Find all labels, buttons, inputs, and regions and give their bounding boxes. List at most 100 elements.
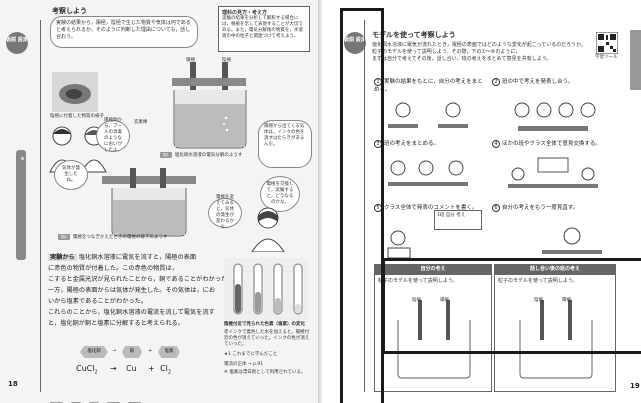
selection-frame-left bbox=[340, 8, 384, 403]
left-page-number: 18 bbox=[8, 380, 18, 388]
poster: 1班 自分 考え bbox=[434, 210, 482, 230]
conclusion-line-5: これらのことから，塩化銅水溶液の電流を流して電気を流す bbox=[48, 309, 215, 316]
formula-arrow-2-icon: → bbox=[110, 364, 117, 373]
info-box-title: 理科の見方・考え方 bbox=[222, 10, 268, 16]
conclusion-section: 実験から 塩化銅水溶液に電気を流すと，陽極の表面 に赤色の物質が付着した。この赤… bbox=[48, 252, 244, 329]
student-bubble-1-text: 陽極側から，プールの消毒のようなにおいがしたよ。 bbox=[104, 118, 122, 153]
step-4-illustration bbox=[508, 157, 598, 188]
left-section-badge: 仮説 設定 bbox=[6, 32, 28, 54]
qr-code-icon[interactable] bbox=[596, 32, 618, 54]
own-label-cathode: 陰極 bbox=[412, 298, 421, 303]
step-1-text: 実験の結果をもとに，自分の考えをまとめる。 bbox=[374, 79, 483, 93]
label-electrode: 炭素棒 bbox=[134, 120, 148, 125]
right-edge-tab bbox=[630, 30, 641, 90]
formula-plus-2-icon: + bbox=[148, 364, 155, 373]
left-margin-line bbox=[40, 20, 42, 392]
student-bubble-5: 電極を変えてみると，気体の発生が変わるかな。 bbox=[208, 195, 242, 230]
worksheet-group[interactable]: 粒子のモデルを使って説明しよう。 bbox=[494, 274, 616, 392]
student-bubble-4-text: 電極を交換して，実験すると，どうなるのかな。 bbox=[266, 182, 294, 205]
student-bubble-5-text: 電極を変えてみると，気体の発生が変わるかな。 bbox=[216, 195, 234, 230]
electrolysis-apparatus-2 bbox=[102, 168, 196, 237]
info-box: 理科の見方・考え方 実験の結果を分析して解釈する場合には，根拠を示して表現するこ… bbox=[218, 6, 310, 52]
intro-text: 実験の結果から，陽極，陰極で生じた物質や気体は何であると考えられるか。そのように… bbox=[56, 20, 191, 40]
step-2-illustration bbox=[514, 102, 596, 131]
step-3-text: 班の考えをまとめる。 bbox=[384, 141, 440, 147]
student-bubble-2: 気体が発生したね。 bbox=[54, 160, 88, 190]
test-tube-figure bbox=[224, 258, 308, 320]
step-5-text: クラス全体で発表のコメントを書く。 bbox=[384, 205, 478, 211]
student-bubble-4: 電極を交換して，実験すると，どうなるのかな。 bbox=[260, 176, 300, 212]
label-anode-1: 陽極 bbox=[186, 58, 195, 63]
note-1: ★1 これまでに学んだこと bbox=[224, 352, 278, 357]
deposit-photo bbox=[52, 72, 98, 112]
formula-product-2-text: Cl bbox=[160, 364, 168, 373]
conclusion-line-4: いから塩素であることがわかった。 bbox=[48, 298, 147, 305]
table-header-group: 話し合い後の班の考え bbox=[494, 264, 616, 274]
formula-word-2: 銅 bbox=[122, 346, 142, 358]
formula-reactant: CuCl2 bbox=[76, 364, 98, 376]
worksheet-own-beaker bbox=[397, 300, 471, 379]
table-header-own: 自分の考え bbox=[374, 264, 492, 274]
worksheet-own[interactable]: 粒子のモデルを使って説明しよう。 bbox=[374, 274, 492, 392]
formula-plus-icon: + bbox=[148, 348, 153, 354]
right-margin-line bbox=[364, 20, 366, 392]
step-5-illustration bbox=[387, 230, 411, 259]
poster-text: 1班 自分 考え bbox=[437, 213, 466, 218]
step-6-illustration bbox=[542, 227, 602, 254]
formula-word-3: 塩素 bbox=[158, 346, 180, 358]
left-chapter-tab bbox=[16, 150, 26, 260]
conclusion-line-6: と，塩化銅が銅と塩素に分解すると考えられる。 bbox=[48, 320, 184, 327]
fig2-number: 図2 bbox=[58, 234, 70, 240]
formula-word-1: 塩化銅 bbox=[80, 346, 108, 358]
worksheet-group-beaker bbox=[519, 300, 593, 379]
right-intro-line-1: 粒子のモデルを使って説明しよう。その際，下の①〜⑥のように， bbox=[372, 49, 521, 55]
group-label-anode: 陽極 bbox=[562, 298, 571, 303]
left-page: 仮説 設定 ▲ 考察しよう 実験の結果から，陽極，陰極で生じた物質や気体は何であ… bbox=[0, 0, 320, 403]
student-bubble-2-text: 気体が発生したね。 bbox=[62, 166, 80, 183]
step-2-number: 2 bbox=[492, 78, 500, 86]
intro-bubble: 実験の結果から，陽極，陰極で生じた物質や気体は何であると考えられるか。そのように… bbox=[50, 16, 198, 48]
worksheet-group-prompt: 粒子のモデルを使って説明しよう。 bbox=[498, 278, 578, 284]
conclusion-line-3: 一方，陽極の表面からは気体が発生した。その気体は，にお bbox=[48, 287, 216, 294]
step-6-text: 自分の考えをもう一度見直す。 bbox=[502, 205, 579, 211]
note-3: ※ 塩素は漂白剤として利用されている。 bbox=[224, 370, 306, 375]
fig1-number: 図1 bbox=[160, 152, 172, 158]
formula-product-1: Cu bbox=[126, 364, 137, 373]
right-intro: 塩化銅水溶液に電気が流れたとき，電極の表面ではどのような変化が起こっているのだろ… bbox=[372, 42, 604, 63]
formula-product-2: Cl2 bbox=[160, 364, 171, 376]
selection-frame-bottom bbox=[382, 258, 641, 354]
right-intro-line-2: まずは自分で考えてその後，話し合い，班の考えをまとめて意見を共有しよう。 bbox=[372, 56, 552, 62]
conclusion-line-0: 塩化銅水溶液に電気を流すと，陽極の表面 bbox=[78, 254, 197, 261]
electrolysis-apparatus-1 bbox=[172, 62, 247, 149]
fig3-text: 赤インクで着色した水を加えると，陽極付近の色が消えていった。インクの色が消えてい… bbox=[224, 330, 310, 347]
right-heading: モデルを使って考察しよう bbox=[372, 31, 456, 39]
step-3-illustration bbox=[388, 160, 468, 186]
formula-arrow-icon: → bbox=[112, 348, 117, 354]
step-6-number: 6 bbox=[492, 204, 500, 212]
teacher-illustration bbox=[251, 207, 285, 252]
conclusion-line-1: に赤色の物質が付着した。この赤色の物質は， bbox=[48, 265, 178, 272]
right-page-number: 19 bbox=[630, 382, 640, 390]
info-box-text: 実験の結果を分析して解釈する場合には，根拠を示して表現することが大切である。また… bbox=[222, 16, 303, 39]
own-label-anode: 陽極 bbox=[440, 298, 449, 303]
left-chapter-tab-text: ▲ bbox=[20, 155, 25, 160]
worksheet-own-prompt: 粒子のモデルを使って説明しよう。 bbox=[378, 278, 458, 284]
right-page: 仮説 設定 モデルを使って考察しよう 塩化銅水溶液に電気が流れたとき，電極の表面… bbox=[322, 0, 641, 403]
conclusion-label: 実験から bbox=[48, 254, 77, 261]
formula-reactant-text: CuCl bbox=[76, 364, 95, 373]
step-1-illustration bbox=[388, 102, 468, 128]
step-4-number: 4 bbox=[492, 140, 500, 148]
deposit-caption: 陰極に付着した物質の様子 bbox=[50, 114, 104, 119]
page-gutter bbox=[318, 0, 324, 403]
right-section-badge: 仮説 設定 bbox=[344, 32, 366, 54]
student-bubble-3-text: 陽極から出てくる気体は，インクの色を消すはたらきがあるんだ。 bbox=[264, 124, 305, 147]
group-label-cathode: 陰極 bbox=[534, 298, 543, 303]
note-2: 電流の正体 → p.91 bbox=[224, 362, 264, 367]
